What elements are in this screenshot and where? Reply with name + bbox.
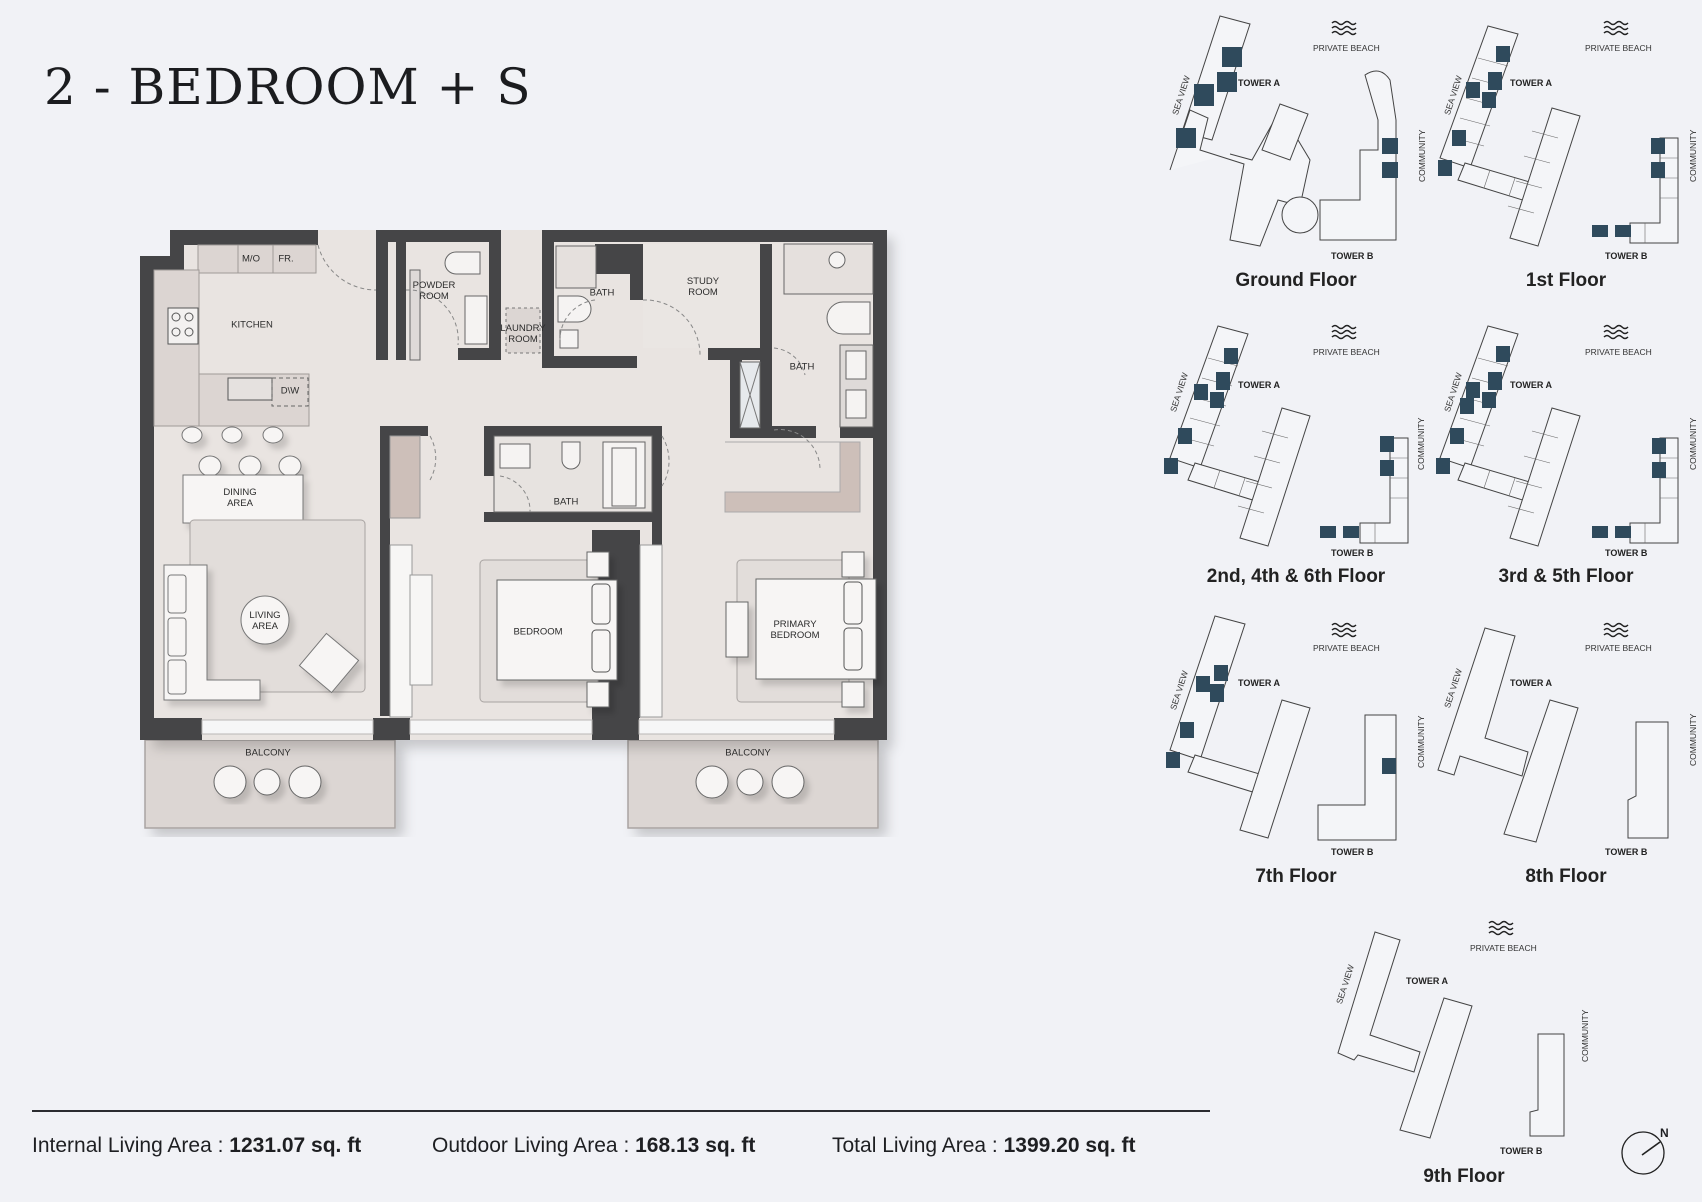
total-area-label: Total Living Area :	[832, 1134, 1004, 1157]
compass-north-label: N	[1660, 1126, 1669, 1140]
community-label: COMMUNITY	[1416, 417, 1426, 470]
north-compass-icon	[1621, 1131, 1665, 1175]
private-beach-label: PRIVATE BEACH	[1313, 643, 1380, 653]
fridge-label: FR.	[278, 253, 294, 265]
waves-icon	[1331, 20, 1357, 36]
community-label: COMMUNITY	[1688, 129, 1698, 182]
dining-area-label: DINING AREA	[223, 487, 257, 509]
key-plan-8th-floor: PRIVATE BEACH TOWER A TOWER B SEA VIEW C…	[1430, 610, 1700, 900]
microwave-label: M/O	[242, 253, 260, 265]
floor-plan: M/O FR. KITCHEN D\W POWDER ROOM LAUNDRY …	[140, 230, 1000, 910]
key-plan-1st-floor: PRIVATE BEACH TOWER A TOWER B SEA VIEW C…	[1430, 10, 1700, 300]
floor-plan-drawing	[140, 230, 887, 829]
floor-title: 9th Floor	[1423, 1166, 1505, 1187]
community-label: COMMUNITY	[1688, 713, 1698, 766]
study-room-label: STUDY ROOM	[686, 276, 720, 298]
tower-a-label: TOWER A	[1238, 78, 1280, 88]
bath-right-label: BATH	[789, 361, 815, 373]
community-label: COMMUNITY	[1580, 1009, 1590, 1062]
waves-icon	[1603, 20, 1629, 36]
tower-a-label: TOWER A	[1238, 678, 1280, 688]
tower-a-label: TOWER A	[1238, 380, 1280, 390]
private-beach-label: PRIVATE BEACH	[1585, 43, 1652, 53]
private-beach-label: PRIVATE BEACH	[1313, 347, 1380, 357]
private-beach-label: PRIVATE BEACH	[1585, 347, 1652, 357]
community-label: COMMUNITY	[1688, 417, 1698, 470]
community-label: COMMUNITY	[1417, 129, 1427, 182]
tower-b-label: TOWER B	[1331, 251, 1374, 261]
tower-b-label: TOWER B	[1500, 1146, 1543, 1156]
waves-icon	[1603, 324, 1629, 340]
private-beach-label: PRIVATE BEACH	[1313, 43, 1380, 53]
internal-area-label: Internal Living Area :	[32, 1134, 230, 1157]
tower-b-label: TOWER B	[1605, 251, 1648, 261]
key-plan-3rd-5th-floor: PRIVATE BEACH TOWER A TOWER B SEA VIEW C…	[1430, 310, 1700, 600]
key-plan-drawing	[1169, 15, 1398, 247]
outdoor-area-value: 168.13 sq. ft	[635, 1134, 756, 1157]
key-plan-9th-floor: PRIVATE BEACH TOWER A TOWER B SEA VIEW C…	[1330, 910, 1630, 1200]
floor-title: 3rd & 5th Floor	[1498, 566, 1634, 587]
waves-icon	[1331, 324, 1357, 340]
key-plan-drawing	[1438, 25, 1679, 247]
key-plan-drawing	[1436, 325, 1679, 547]
total-area-value: 1399.20 sq. ft	[1003, 1134, 1136, 1157]
waves-icon	[1603, 622, 1629, 638]
tower-b-label: TOWER B	[1605, 548, 1648, 558]
key-plan-ground-floor: PRIVATE BEACH TOWER A TOWER B SEA VIEW C…	[1160, 10, 1430, 300]
key-plan-drawing	[1437, 627, 1669, 843]
outdoor-area-label: Outdoor Living Area :	[432, 1134, 636, 1157]
waves-icon	[1331, 622, 1357, 638]
laundry-room-label: LAUNDRY ROOM	[500, 323, 546, 345]
tower-a-label: TOWER A	[1510, 678, 1552, 688]
powder-room-label: POWDER ROOM	[412, 280, 456, 302]
page-title: 2 - BEDROOM + S	[44, 58, 532, 116]
private-beach-label: PRIVATE BEACH	[1470, 943, 1537, 953]
bath-center-label: BATH	[553, 496, 579, 508]
primary-bedroom-label: PRIMARY BEDROOM	[770, 619, 820, 641]
internal-area-value: 1231.07 sq. ft	[229, 1134, 362, 1157]
key-plan-drawing	[1337, 931, 1565, 1139]
tower-a-label: TOWER A	[1406, 976, 1448, 986]
floor-title: 2nd, 4th & 6th Floor	[1206, 566, 1386, 587]
floor-title: 1st Floor	[1525, 270, 1607, 291]
tower-a-label: TOWER A	[1510, 78, 1552, 88]
total-area: Total Living Area : 1399.20 sq. ft	[832, 1134, 1136, 1158]
waves-icon	[1488, 920, 1514, 936]
balcony-right-label: BALCONY	[725, 747, 771, 759]
bath-top-label: BATH	[589, 287, 615, 299]
community-label: COMMUNITY	[1416, 715, 1426, 768]
outdoor-area: Outdoor Living Area : 168.13 sq. ft	[432, 1134, 755, 1158]
key-plan-2nd-4th-6th-floor: PRIVATE BEACH TOWER A TOWER B SEA VIEW C…	[1160, 310, 1430, 600]
tower-b-label: TOWER B	[1605, 847, 1648, 857]
balcony-left-label: BALCONY	[245, 747, 291, 759]
floor-title: 8th Floor	[1525, 866, 1607, 887]
bedroom-label: BEDROOM	[513, 626, 563, 638]
kitchen-label: KITCHEN	[231, 319, 273, 331]
floor-title: 7th Floor	[1255, 866, 1337, 887]
key-plan-7th-floor: PRIVATE BEACH TOWER A TOWER B SEA VIEW C…	[1160, 610, 1430, 900]
tower-a-label: TOWER A	[1510, 380, 1552, 390]
tower-b-label: TOWER B	[1331, 847, 1374, 857]
private-beach-label: PRIVATE BEACH	[1585, 643, 1652, 653]
divider	[32, 1110, 1210, 1112]
key-plan-drawing	[1164, 325, 1409, 547]
living-area-label: LIVING AREA	[249, 610, 281, 632]
key-plan-drawing	[1166, 615, 1397, 841]
floor-title: Ground Floor	[1235, 270, 1357, 291]
dishwasher-label: D\W	[280, 385, 300, 397]
tower-b-label: TOWER B	[1331, 548, 1374, 558]
internal-area: Internal Living Area : 1231.07 sq. ft	[32, 1134, 361, 1158]
